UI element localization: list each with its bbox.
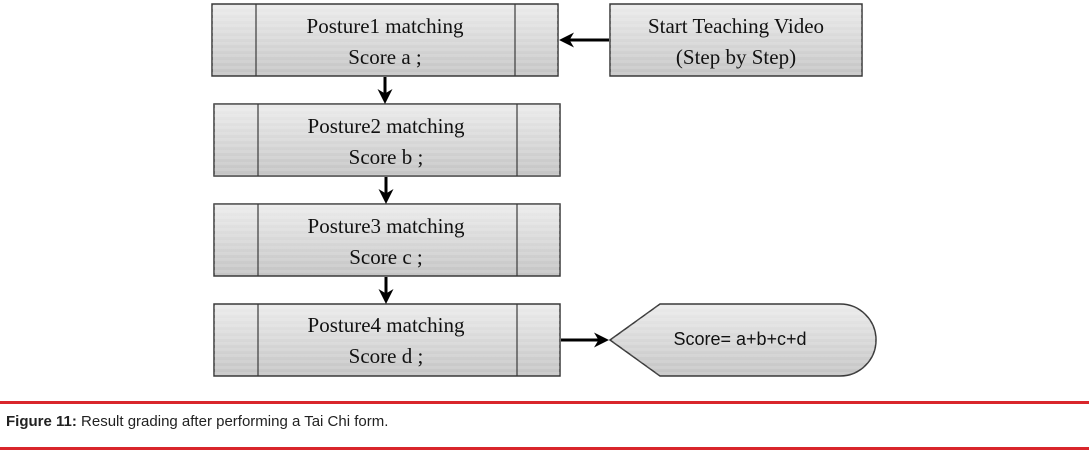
- caption-label: Figure 11:: [6, 413, 77, 430]
- posture1-score: Score a ;: [348, 45, 421, 69]
- score-formula: Score= a+b+c+d: [673, 329, 806, 349]
- process-box-posture2: Posture2 matching Score b ;: [213, 103, 561, 177]
- posture2-score: Score b ;: [349, 145, 424, 169]
- figure-caption: Figure 11: Result grading after performi…: [6, 413, 388, 430]
- process-box-posture4: Posture4 matching Score d ;: [213, 303, 561, 377]
- posture3-score: Score c ;: [349, 245, 422, 269]
- start-box-title: Start Teaching Video: [648, 14, 824, 38]
- posture4-score: Score d ;: [349, 344, 424, 368]
- start-teaching-video-box: Start Teaching Video (Step by Step): [609, 3, 863, 77]
- score-display-shape: Score= a+b+c+d: [608, 303, 877, 377]
- caption-bottom-rule: [0, 447, 1089, 450]
- caption-text: Result grading after performing a Tai Ch…: [76, 413, 389, 430]
- posture2-title: Posture2 matching: [308, 114, 465, 138]
- process-box-posture1: Posture1 matching Score a ;: [211, 3, 559, 77]
- posture1-title: Posture1 matching: [307, 14, 464, 38]
- start-box-subtitle: (Step by Step): [676, 45, 796, 69]
- posture4-title: Posture4 matching: [308, 313, 465, 337]
- process-box-posture3: Posture3 matching Score c ;: [213, 203, 561, 277]
- flowchart-diagram: Posture1 matching Score a ; Posture2 mat…: [211, 3, 877, 377]
- posture3-title: Posture3 matching: [308, 214, 465, 238]
- caption-top-rule: [0, 401, 1089, 404]
